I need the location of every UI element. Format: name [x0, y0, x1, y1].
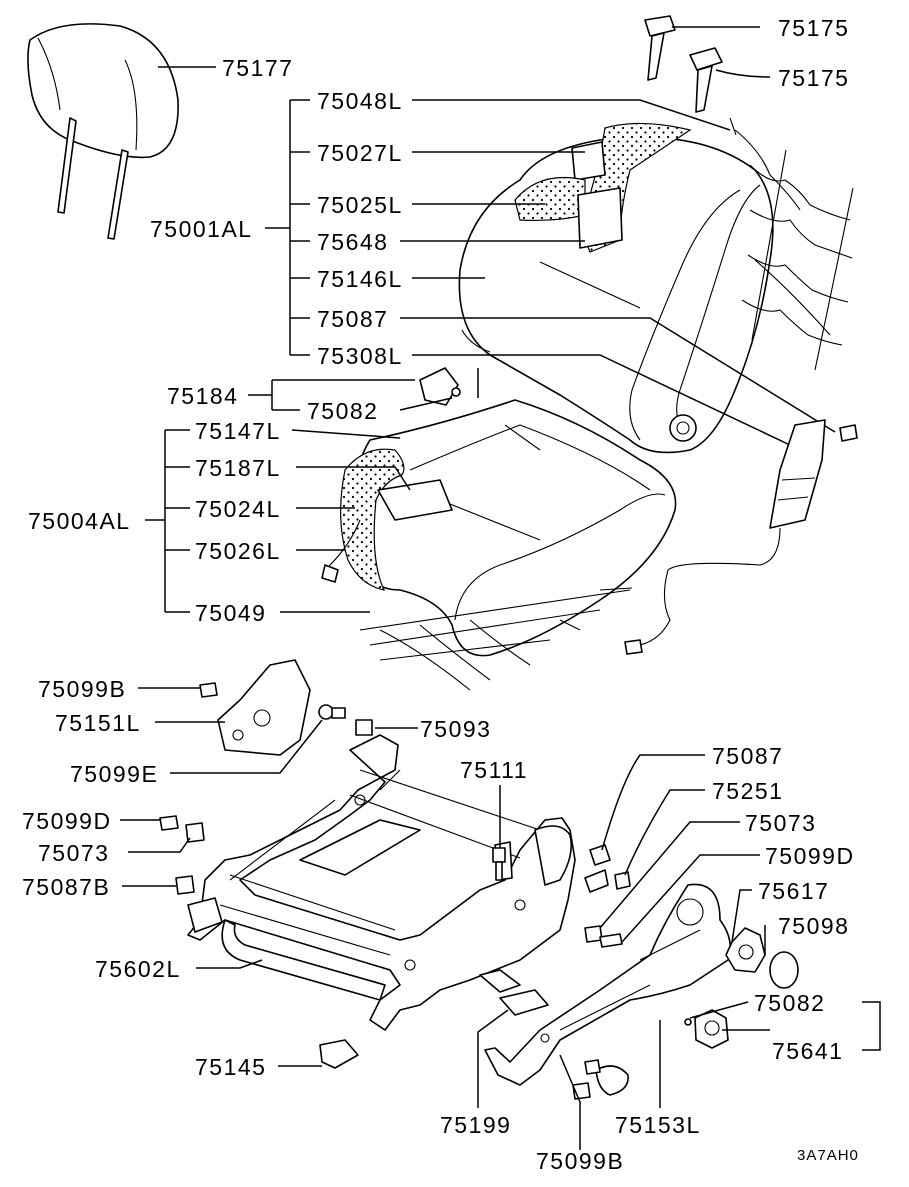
label-75004al: 75004AL [28, 508, 131, 534]
label-75153l: 75153L [615, 1112, 701, 1138]
label-75049: 75049 [195, 600, 266, 626]
label-75145: 75145 [195, 1054, 266, 1080]
label-75026l: 75026L [195, 538, 281, 564]
label-75025l: 75025L [317, 192, 403, 218]
recliner-cable [624, 419, 858, 655]
label-75199: 75199 [440, 1112, 511, 1138]
recliner-cover [484, 883, 799, 1100]
label-75099d-right: 75099D [765, 843, 855, 869]
label-75251: 75251 [712, 778, 783, 804]
label-75082-right: 75082 [754, 990, 825, 1016]
label-75617: 75617 [758, 878, 829, 904]
label-75602l: 75602L [95, 956, 181, 982]
label-75024l: 75024L [195, 496, 281, 522]
label-75641: 75641 [772, 1038, 843, 1064]
label-75177: 75177 [222, 55, 293, 81]
rail-cover [499, 989, 549, 1016]
diagram-code: 3A7AH0 [797, 1147, 859, 1164]
label-75111: 75111 [460, 757, 528, 783]
label-75087-right: 75087 [712, 743, 783, 769]
label-75093: 75093 [420, 716, 491, 742]
label-75308l: 75308L [317, 343, 403, 369]
label-75027l: 75027L [317, 140, 403, 166]
label-75099b-bottom: 75099B [536, 1148, 624, 1174]
label-75082-knob: 75082 [307, 398, 378, 424]
label-75146l: 75146L [317, 266, 403, 292]
side-cover [159, 659, 373, 895]
label-75087b: 75087B [22, 874, 110, 900]
label-75048l: 75048L [317, 88, 403, 114]
label-75648: 75648 [317, 229, 388, 255]
label-75099b-left: 75099B [38, 676, 126, 702]
label-75175-a: 75175 [778, 15, 849, 41]
label-75184: 75184 [167, 383, 238, 409]
label-75151l: 75151L [55, 710, 141, 736]
label-75098: 75098 [778, 913, 849, 939]
label-75073-left: 75073 [38, 840, 109, 866]
center-bolt [492, 847, 506, 881]
label-75147l: 75147L [195, 418, 281, 444]
label-75073-right: 75073 [745, 810, 816, 836]
label-75187l: 75187L [195, 455, 281, 481]
label-75001al: 75001AL [150, 216, 253, 242]
label-75087-back: 75087 [317, 306, 388, 332]
headrest [27, 23, 179, 240]
label-75175-b: 75175 [778, 65, 849, 91]
callout-labels: 75177 75175 75175 75001AL 75048L 75027L … [22, 15, 859, 1174]
label-75099e: 75099E [70, 761, 158, 787]
seat-cushion [321, 399, 677, 691]
label-75099d-left: 75099D [22, 808, 112, 834]
recline-knob [419, 367, 461, 406]
seat-back [458, 117, 854, 454]
slide-clip [319, 1039, 359, 1069]
right-fasteners [584, 844, 631, 948]
headrest-guide-bolts [644, 15, 723, 113]
